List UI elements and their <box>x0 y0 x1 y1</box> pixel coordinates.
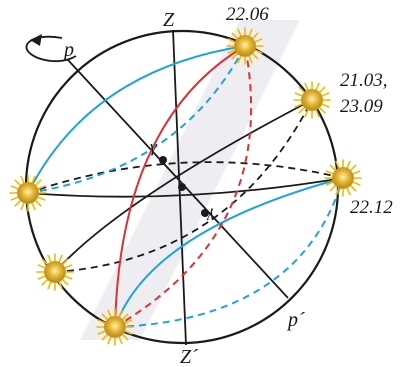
equator-back <box>54 99 313 273</box>
date-equinox-spring: 21.03, <box>340 70 388 91</box>
zenith-label: Z <box>163 9 175 31</box>
vernal-point <box>159 156 167 164</box>
sun-icon <box>293 81 331 119</box>
sphere-center <box>178 183 186 191</box>
date-winter-solstice: 22.12 <box>350 197 393 218</box>
equator-front <box>54 99 313 273</box>
rotation-arrow-icon <box>25 34 77 63</box>
horizon-back <box>27 161 344 194</box>
pole-south-label: p´ <box>286 309 305 331</box>
sun-icon <box>226 27 264 65</box>
summer-path-front <box>27 45 246 194</box>
autumnal-point-label: γ <box>206 208 214 227</box>
ecliptic-front <box>114 45 246 328</box>
sun-icon <box>36 253 74 291</box>
date-equinox-autumn: 23.09 <box>340 96 383 117</box>
date-summer-solstice: 22.06 <box>226 4 269 25</box>
pole-north-label: p <box>62 39 74 61</box>
sun-icon <box>9 174 47 212</box>
summer-path-back <box>27 45 246 194</box>
horizon-front <box>27 177 344 198</box>
winter-path-front <box>114 177 344 328</box>
ecliptic-back <box>114 45 253 328</box>
winter-path-back <box>114 177 344 328</box>
sun-icon <box>96 308 134 346</box>
watermark <box>80 20 300 340</box>
sun-icon <box>324 159 362 197</box>
autumnal-point <box>201 209 209 217</box>
nadir-label: Z´ <box>180 346 198 367</box>
vernal-point-label: γ <box>150 137 158 156</box>
